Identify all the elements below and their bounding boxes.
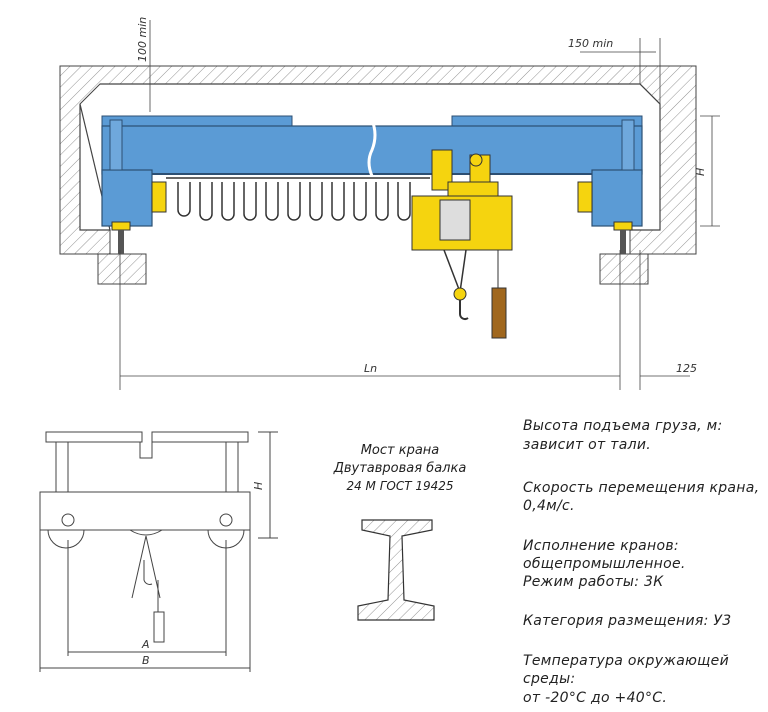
spec-temp-label: Температура окружающей — [523, 653, 729, 669]
spec-exec-value: общепромышленное. — [523, 556, 686, 572]
festoon-cable — [166, 177, 430, 221]
spec-temp-label-2: среды: — [523, 671, 576, 687]
spec-lift-label: Высота подъема груза, м: — [523, 418, 723, 434]
left-drive — [111, 181, 167, 254]
crane-bridge — [101, 115, 643, 227]
side-view — [39, 431, 278, 672]
caption-line-3: 24 М ГОСТ 19425 — [346, 479, 453, 493]
dim-b: B — [142, 654, 150, 667]
dim-a: A — [141, 638, 150, 651]
spec-category: Категория размещения: У3 — [523, 613, 732, 629]
dim-height-side: H — [252, 482, 265, 490]
spec-lift-value: зависит от тали. — [523, 437, 651, 453]
dim-clearance-top: 100 min — [136, 17, 149, 62]
spec-speed-value: 0,4м/с. — [523, 498, 575, 514]
spec-mode: Режим работы: 3К — [523, 574, 664, 590]
spec-speed-label: Скорость перемещения крана, — [523, 480, 760, 496]
spec-exec-label: Исполнение кранов: — [523, 538, 679, 554]
caption-line-1: Мост крана — [361, 443, 440, 458]
electric-hoist — [411, 149, 513, 339]
dimension-lines — [119, 20, 720, 390]
dim-span: Ln — [364, 362, 377, 375]
i-beam-section — [357, 519, 435, 621]
right-drive — [577, 181, 633, 254]
dim-side-gap: 150 min — [568, 37, 613, 50]
caption-line-2: Двутавровая балка — [333, 461, 467, 476]
dim-end-gap: 125 — [676, 362, 697, 375]
spec-temp-value: от -20°С до +40°С. — [523, 690, 668, 706]
dim-height: H — [694, 168, 707, 176]
